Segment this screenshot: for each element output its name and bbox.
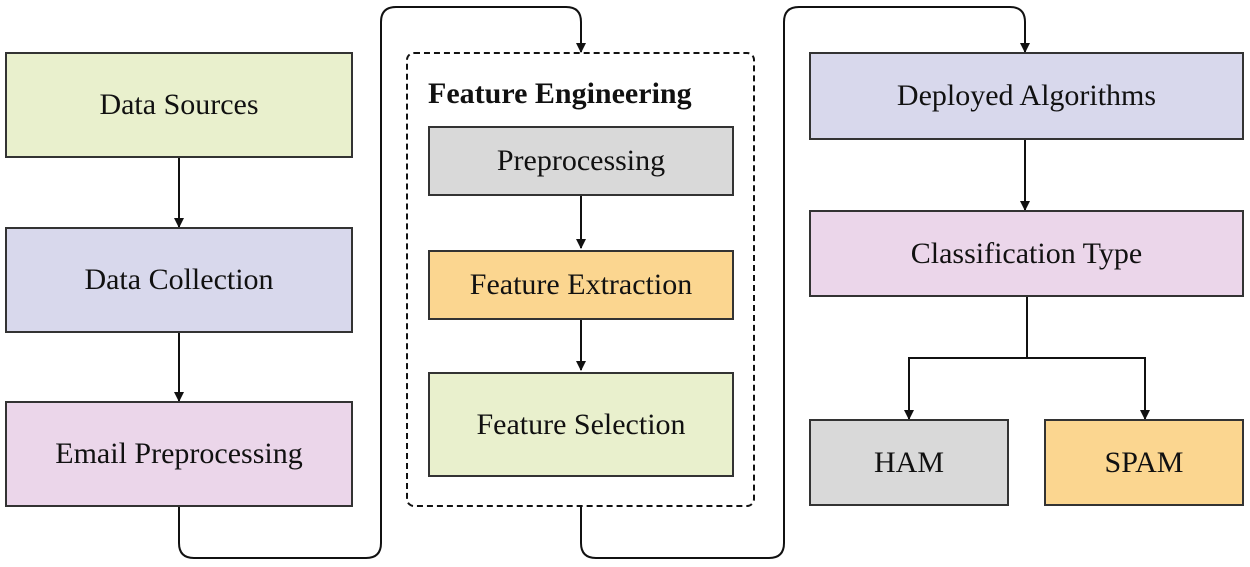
node-label: Feature Extraction [469,268,693,301]
edge-classification-to-ham [904,297,1028,420]
node-ham: HAM [809,419,1009,506]
node-data-sources: Data Sources [5,52,353,158]
edge-classification-to-spam [1027,357,1150,420]
group-title: Feature Engineering [428,77,692,110]
node-label: Feature Selection [476,407,686,441]
edge-feature-engineering-to-deployed-algorithms [580,6,1030,559]
node-label: Deployed Algorithms [896,79,1157,112]
group-feature-engineering [406,52,755,507]
node-label: Data Sources [99,88,259,121]
node-spam: SPAM [1044,419,1244,506]
node-feature-extraction: Feature Extraction [428,250,734,320]
node-label: Preprocessing [496,144,666,177]
node-label: SPAM [1104,445,1184,479]
node-label: Classification Type [910,236,1143,270]
node-preprocessing: Preprocessing [428,126,734,196]
edge-email-preprocessing-to-feature-engineering [178,6,586,559]
node-email-preprocessing: Email Preprocessing [5,401,353,507]
node-classification-type: Classification Type [809,210,1244,297]
node-deployed-algorithms: Deployed Algorithms [809,52,1244,140]
node-label: Data Collection [84,263,274,296]
node-label: HAM [873,445,944,479]
node-data-collection: Data Collection [5,227,353,333]
node-feature-selection: Feature Selection [428,372,734,477]
node-label: Email Preprocessing [55,437,303,470]
